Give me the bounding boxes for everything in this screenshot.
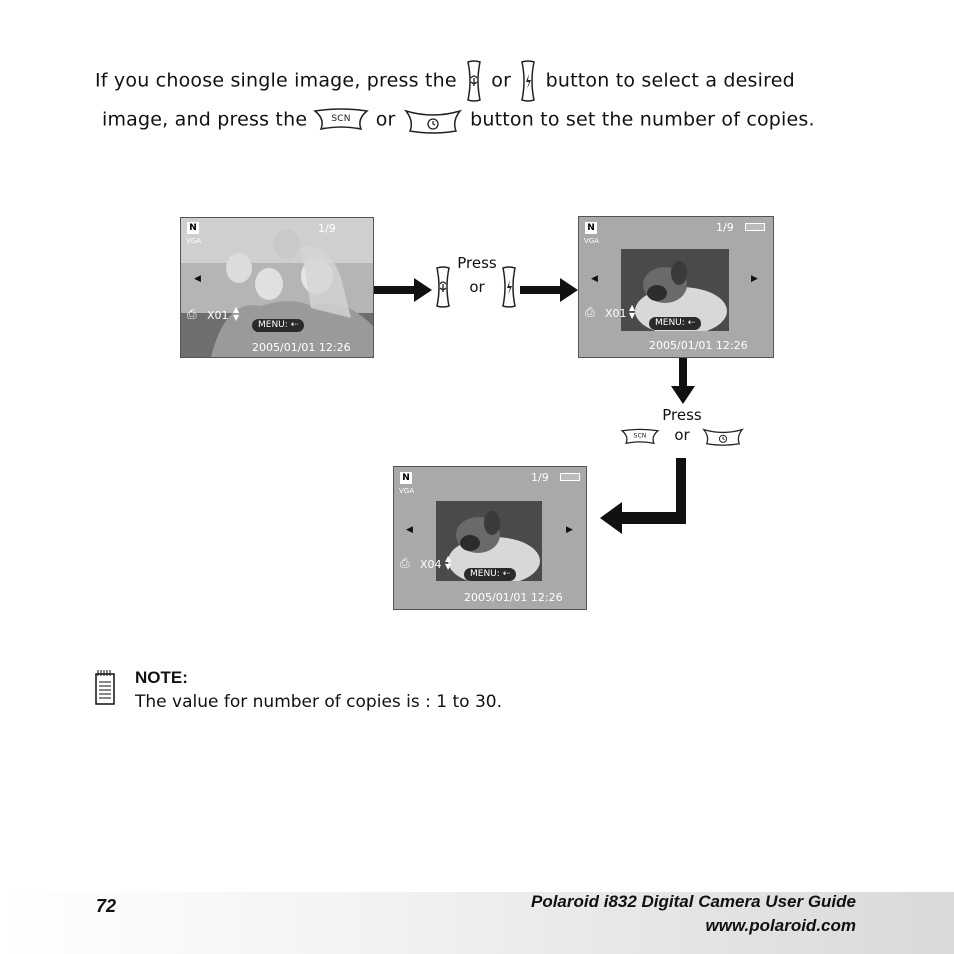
battery-icon [560,473,580,481]
note-heading: NOTE: [135,668,188,687]
macro-left-button-icon [436,266,450,308]
instruction-text: button to set the number of copies. [470,108,815,131]
menu-label: MENU: [258,320,288,330]
menu-back-hint: MENU: ⇠ [649,317,702,330]
camera-screen-1: N VGA 1/9 ◀ ⎙ X01 ▲▼ MENU: ⇠ 2005/01/01 … [180,217,374,358]
right-arrow-icon: ▶ [751,274,758,284]
instruction-line-2: image, and press the SCN or button to se… [102,105,815,135]
selftimer-down-button-icon [403,109,462,134]
guide-title: Polaroid i832 Digital Camera User Guide [530,892,856,911]
elbow-arrow-icon [600,458,686,534]
svg-text:SCN: SCN [332,114,351,124]
menu-label: MENU: [655,318,685,328]
back-arrow-icon: ⇠ [502,569,511,579]
up-down-arrows-icon: ▲▼ [445,554,452,571]
vga-size-icon: VGA [186,237,202,245]
picture-mode-icon: N [400,472,412,484]
back-arrow-icon: ⇠ [290,320,299,330]
menu-label: MENU: [470,569,500,579]
instruction-text: If you choose single image, press the [95,69,457,92]
camera-screen-3: N VGA 1/9 ◀ ▶ ⎙ X04 ▲▼ MENU: ⇠ 2005/01/0… [393,466,587,610]
or-text: or [491,69,512,92]
note-text: The value for number of copies is : 1 to… [135,692,503,712]
battery-icon [745,223,765,231]
copies-value: X01 [207,309,229,322]
selftimer-down-button-icon [702,428,744,446]
website-url: www.polaroid.com [705,916,857,935]
down-arrow-icon [671,358,695,404]
macro-left-button-icon [467,60,481,102]
notepad-icon [95,670,115,705]
scn-up-button-icon: SCN [313,108,370,131]
date-time: 2005/01/01 12:26 [464,591,563,604]
menu-back-hint: MENU: ⇠ [252,319,305,332]
press-label: Press [662,406,702,424]
family-photo [181,218,373,357]
right-arrow-icon: ▶ [566,525,573,535]
right-arrow-icon [520,278,578,302]
instruction-text: image, and press the [102,108,308,131]
vga-size-icon: VGA [399,487,415,495]
camera-screen-2: N VGA 1/9 ◀ ▶ ⎙ X01 ▲▼ MENU: ⇠ 2005/01/0… [578,216,774,358]
printer-icon: ⎙ [585,305,595,319]
image-counter: 1/9 [531,471,549,484]
picture-mode-icon: N [187,222,199,234]
picture-mode-icon: N [585,222,597,234]
flash-right-button-icon [521,60,536,102]
dog-photo [621,249,729,331]
page-number: 72 [96,896,117,916]
image-counter: 1/9 [318,222,336,235]
left-arrow-icon: ◀ [194,274,201,284]
vga-size-icon: VGA [584,237,600,245]
or-text: or [375,108,396,131]
up-down-arrows-icon: ▲▼ [233,305,240,322]
instruction-line-1: If you choose single image, press the or… [95,60,795,102]
printer-icon: ⎙ [400,556,410,570]
page-footer: 72 Polaroid i832 Digital Camera User Gui… [0,892,954,954]
right-arrow-icon [374,278,432,302]
press-label: Press [457,254,497,272]
date-time: 2005/01/01 12:26 [649,339,748,352]
up-down-arrows-icon: ▲▼ [629,303,636,320]
back-arrow-icon: ⇠ [687,318,696,328]
copies-value: X04 [420,558,442,571]
left-arrow-icon: ◀ [591,274,598,284]
copies-value: X01 [605,307,627,320]
scn-up-button-icon: SCN [620,428,660,445]
svg-text:SCN: SCN [634,433,647,440]
date-time: 2005/01/01 12:26 [252,341,351,354]
flash-right-button-icon [502,266,516,308]
menu-back-hint: MENU: ⇠ [464,568,517,581]
or-label: or [469,278,485,296]
printer-icon: ⎙ [187,307,197,321]
instruction-text: button to select a desired [545,69,795,92]
image-counter: 1/9 [716,221,734,234]
left-arrow-icon: ◀ [406,525,413,535]
or-label: or [674,426,690,444]
